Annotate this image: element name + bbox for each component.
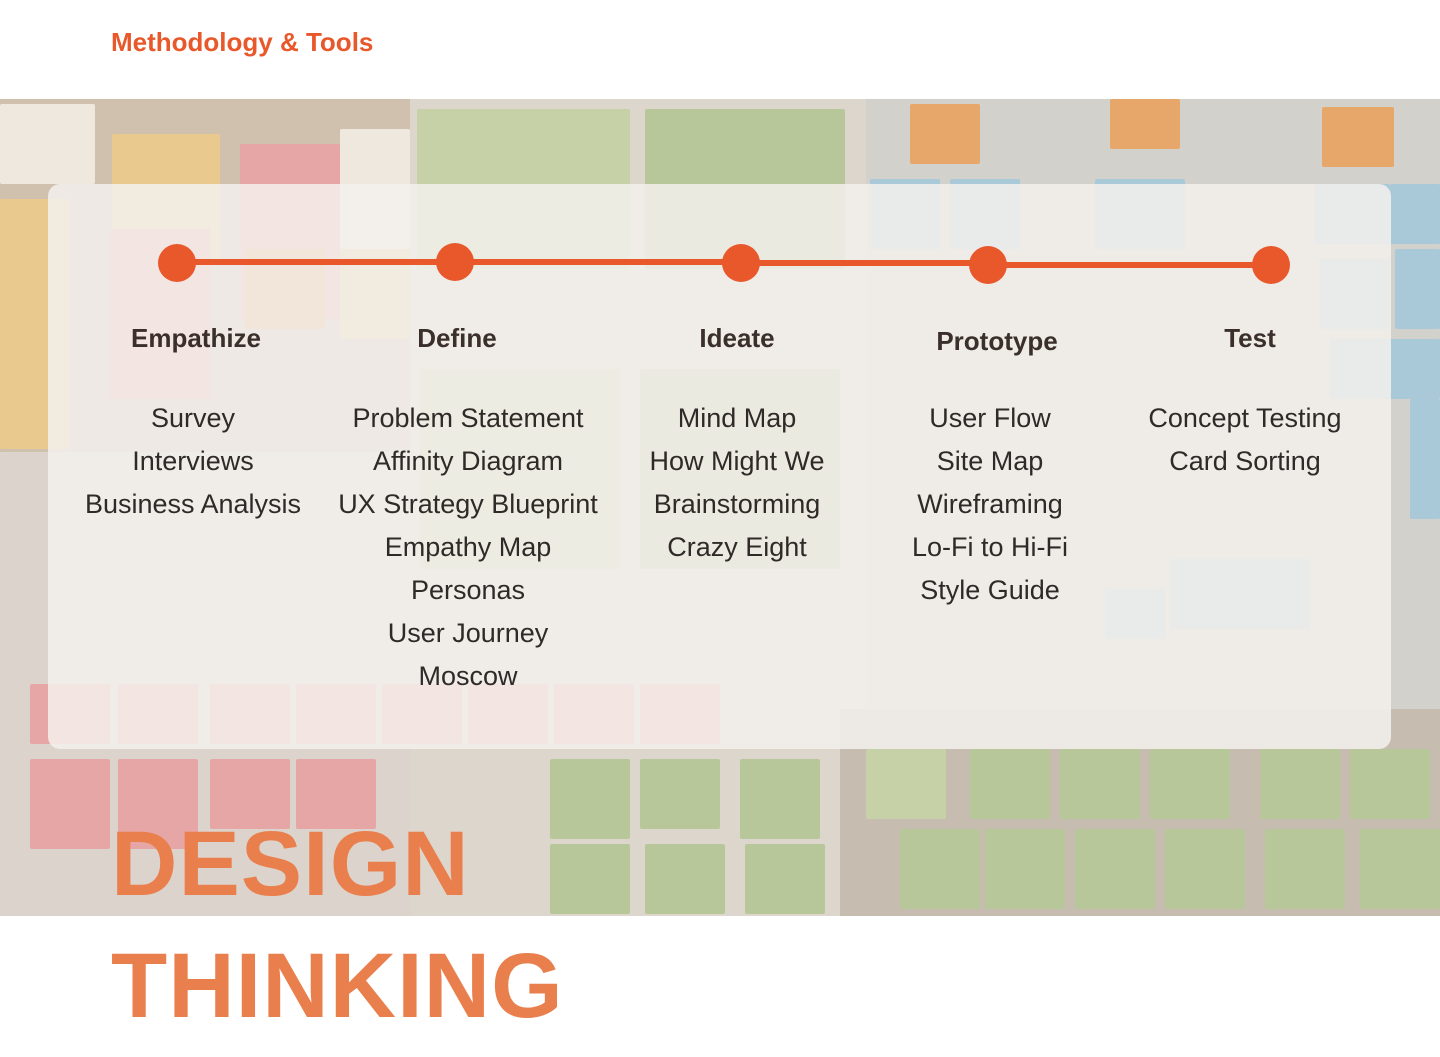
stage-empathize: Empathize Survey Interviews Business Ana… bbox=[43, 323, 343, 526]
tool-item: Business Analysis bbox=[43, 483, 343, 526]
stage-title: Define bbox=[307, 323, 607, 363]
stage-title: Test bbox=[1100, 323, 1400, 363]
timeline-line-3 bbox=[741, 260, 988, 266]
timeline-dot-ideate bbox=[722, 244, 760, 282]
page-title: Methodology & Tools bbox=[111, 27, 373, 58]
tool-item: Card Sorting bbox=[1095, 440, 1395, 483]
tool-item: Style Guide bbox=[840, 569, 1140, 612]
hero-line-design: DESIGN bbox=[111, 818, 470, 910]
timeline-line-4 bbox=[988, 262, 1271, 268]
stage-test: Test Concept Testing Card Sorting bbox=[1095, 323, 1395, 483]
timeline-dot-empathize bbox=[158, 244, 196, 282]
stage-title: Empathize bbox=[46, 323, 346, 363]
stage-define: Define Problem Statement Affinity Diagra… bbox=[318, 323, 618, 698]
tool-item: Interviews bbox=[43, 440, 343, 483]
tool-item: Problem Statement bbox=[318, 397, 618, 440]
tool-item: User Journey bbox=[318, 612, 618, 655]
tool-item: Moscow bbox=[318, 655, 618, 698]
tool-item: Empathy Map bbox=[318, 526, 618, 569]
tool-item: Personas bbox=[318, 569, 618, 612]
timeline-line-1 bbox=[177, 259, 455, 265]
timeline-dot-define bbox=[436, 243, 474, 281]
timeline-dot-test bbox=[1252, 246, 1290, 284]
tool-item: Lo-Fi to Hi-Fi bbox=[840, 526, 1140, 569]
tool-item: Affinity Diagram bbox=[318, 440, 618, 483]
tool-item: Wireframing bbox=[840, 483, 1140, 526]
timeline-line-2 bbox=[455, 259, 741, 265]
tool-item: UX Strategy Blueprint bbox=[318, 483, 618, 526]
hero-line-thinking: THINKING bbox=[111, 940, 564, 1032]
tool-item: Concept Testing bbox=[1095, 397, 1395, 440]
tool-item: Survey bbox=[43, 397, 343, 440]
timeline-dot-prototype bbox=[969, 246, 1007, 284]
